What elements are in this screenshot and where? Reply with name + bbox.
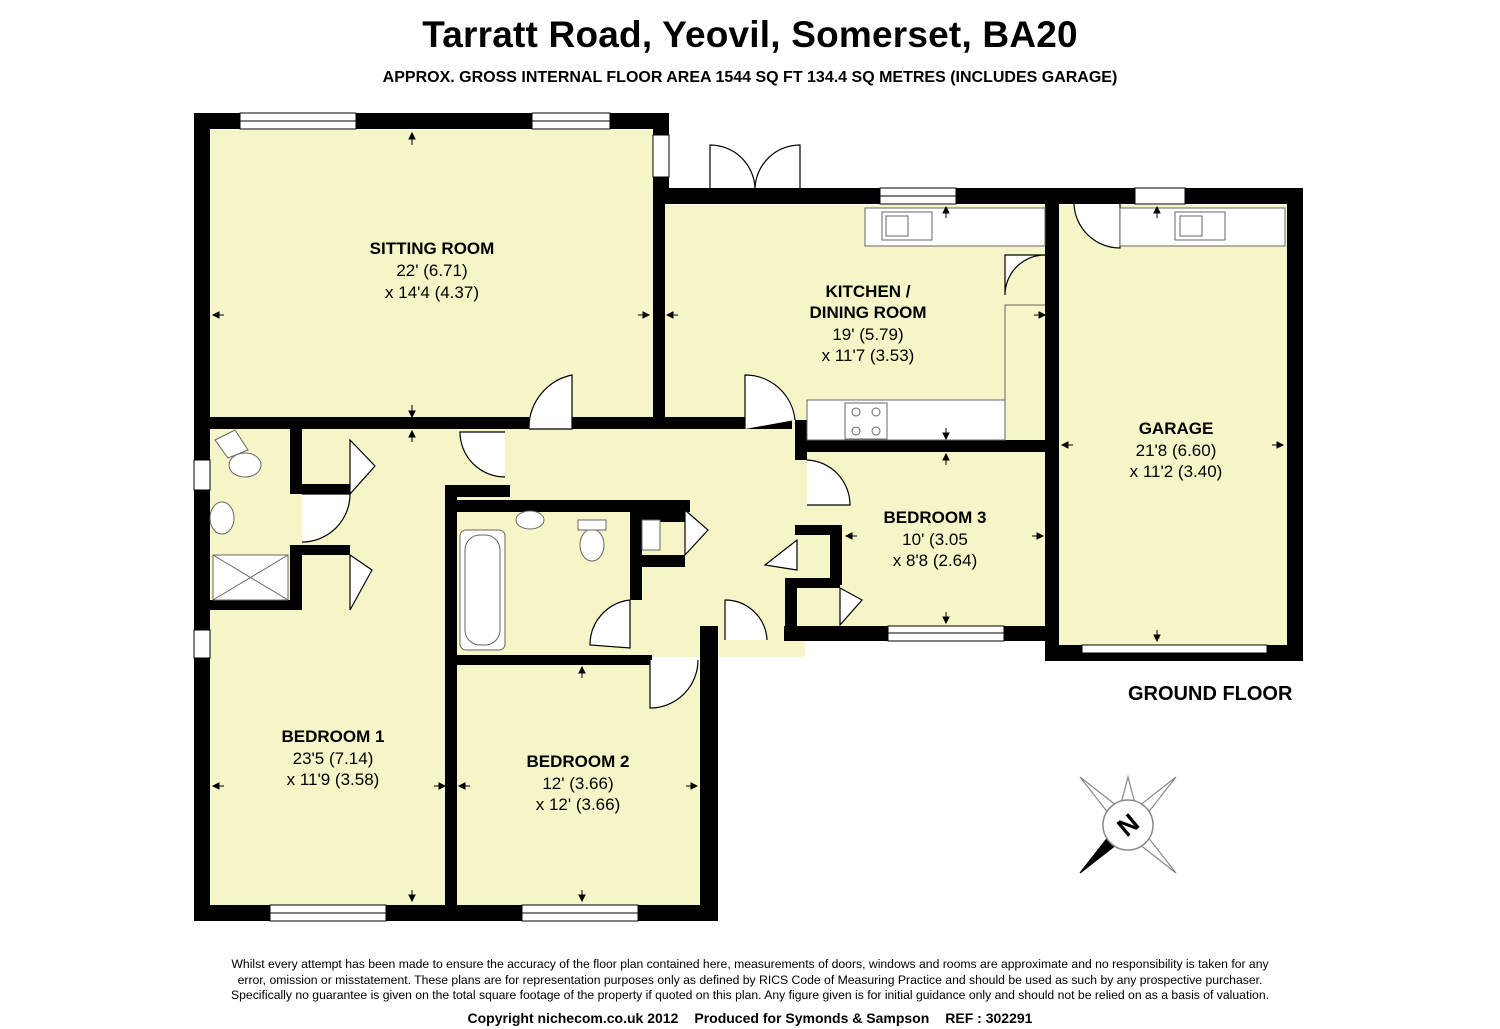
wall-wc-cupboard-b	[640, 555, 685, 567]
door-bed3	[806, 459, 851, 506]
wall-bed3-cupboard2	[830, 525, 842, 585]
wall-sitting-bottom-right	[572, 417, 792, 429]
room-fills	[210, 130, 1288, 912]
disclaimer-line-1: Whilst every attempt has been made to en…	[231, 957, 1269, 971]
bedroom2-dim2: x 12' (3.66)	[536, 795, 621, 814]
door-cupboard2	[349, 553, 373, 611]
wc-cistern	[641, 519, 661, 551]
floor-area-subtitle: APPROX. GROSS INTERNAL FLOOR AREA 1544 S…	[382, 69, 1118, 86]
bedroom1-fill	[210, 640, 448, 912]
wall-kitchen-top	[653, 188, 1053, 204]
sitting-room-fill	[210, 130, 660, 420]
wall-bed3-cupboard-t	[785, 578, 840, 588]
door-bathroom	[589, 599, 631, 649]
wall-cupboard2	[290, 545, 302, 610]
wall-bed1-right	[445, 485, 457, 921]
sitting-room-dim1: 22' (6.71)	[396, 261, 467, 280]
bedroom2-name: BEDROOM 2	[527, 752, 630, 771]
wall-bottom-right	[700, 626, 718, 921]
wall-cupboard2-b	[290, 545, 350, 555]
wall-wc-cupboard	[640, 510, 685, 522]
dimension-markers	[211, 131, 1285, 903]
wall-bath-right	[630, 510, 642, 600]
credits: Copyright nichecom.co.uk 2012 Produced fo…	[0, 1010, 1500, 1026]
door-french-right	[754, 144, 801, 189]
wall-kitchen-left	[653, 200, 665, 422]
hall-fill-right	[640, 427, 805, 642]
room-labels: SITTING ROOM 22' (6.71) x 14'4 (4.37) KI…	[282, 239, 1293, 814]
wall-ensuite-bottom	[194, 600, 294, 610]
window-sitting-side	[652, 134, 670, 178]
wall-sitting-bottom	[194, 417, 529, 429]
wall-cupboard1-b	[290, 484, 350, 494]
wall-bed3-left	[795, 420, 807, 460]
wall-bath-top	[445, 485, 510, 497]
copyright-text: Copyright nichecom.co.uk 2012	[467, 1010, 679, 1026]
bedroom1-dim1: 23'5 (7.14)	[293, 749, 374, 768]
toilet-icon	[579, 528, 605, 562]
page-title: Tarratt Road, Yeovil, Somerset, BA20	[422, 14, 1078, 55]
wall-bed3-cupboard	[785, 580, 797, 635]
sitting-room-dim2: x 14'4 (4.37)	[385, 283, 479, 302]
windows	[193, 112, 1268, 922]
wall-bath-bottom	[457, 655, 652, 665]
garage-name: GARAGE	[1139, 419, 1214, 438]
window-garage	[1134, 187, 1186, 205]
door-bed2	[649, 659, 699, 709]
wall-kitchen-bottom	[805, 440, 1050, 452]
reference-text: REF : 302291	[945, 1010, 1033, 1026]
compass-rose-icon: N	[1079, 774, 1177, 874]
wall-bed3-cupboard2-t	[795, 525, 840, 535]
kitchen-dim1: 19' (5.79)	[832, 325, 903, 344]
window-bed1-side	[193, 629, 211, 659]
door-bed3-cupboard2	[839, 586, 863, 627]
garage-dim2: x 11'2 (3.40)	[1130, 462, 1223, 481]
garage-door	[1081, 644, 1268, 654]
bedroom3-name: BEDROOM 3	[884, 508, 987, 527]
kitchen-name-2: DINING ROOM	[809, 303, 926, 322]
door-ensuite	[301, 493, 351, 543]
wall-left	[194, 113, 210, 921]
ensuite-basin-icon	[209, 501, 235, 535]
kitchen-worktop-l	[1004, 304, 1045, 400]
window-ensuite	[193, 459, 211, 491]
door-swings	[301, 144, 1121, 709]
disclaimer-line-3: Specifically no guarantee is given on th…	[231, 988, 1269, 1002]
wall-cupboard1	[290, 429, 302, 494]
door-wc-cupboard	[684, 508, 709, 557]
bedroom3-dim1: 10' (3.05	[902, 530, 968, 549]
door-bed3-cupboard	[763, 538, 798, 571]
floor-label: GROUND FLOOR	[1128, 683, 1293, 705]
bedroom1-dim2: x 11'9 (3.58)	[287, 770, 380, 789]
door-sitting	[528, 374, 573, 430]
hob-icon	[844, 402, 888, 440]
door-front	[724, 599, 768, 641]
kitchen-dim2: x 11'7 (3.53)	[822, 346, 915, 365]
door-garage-side	[1073, 203, 1121, 249]
fixtures	[209, 207, 1286, 651]
door-cupboard1	[349, 438, 376, 496]
disclaimer: Whilst every attempt has been made to en…	[150, 957, 1350, 1004]
ensuite-toilet-icon	[228, 452, 262, 478]
wall-garage-right	[1287, 188, 1303, 660]
wall-garage-left	[1045, 204, 1059, 660]
produced-for-text: Produced for Symonds & Sampson	[694, 1010, 930, 1026]
kitchen-worktop-2	[806, 399, 1006, 441]
door-garage-kitchen	[1004, 254, 1046, 296]
wall-bath-top2	[450, 500, 690, 512]
basin-icon	[515, 510, 545, 530]
disclaimer-line-2: error, omission or misstatement. These p…	[237, 972, 1263, 987]
bedroom2-dim1: 12' (3.66)	[542, 774, 613, 793]
garage-fill	[1058, 205, 1288, 648]
kitchen-name-1: KITCHEN /	[826, 282, 911, 301]
bedroom1-name: BEDROOM 1	[282, 727, 385, 746]
garage-dim1: 21'8 (6.60)	[1136, 441, 1217, 460]
bedroom3-dim2: x 8'8 (2.64)	[893, 551, 978, 570]
door-kitchen	[744, 374, 796, 429]
sitting-room-name: SITTING ROOM	[370, 239, 495, 258]
door-hall-left	[459, 431, 506, 478]
door-french-left	[709, 144, 756, 189]
